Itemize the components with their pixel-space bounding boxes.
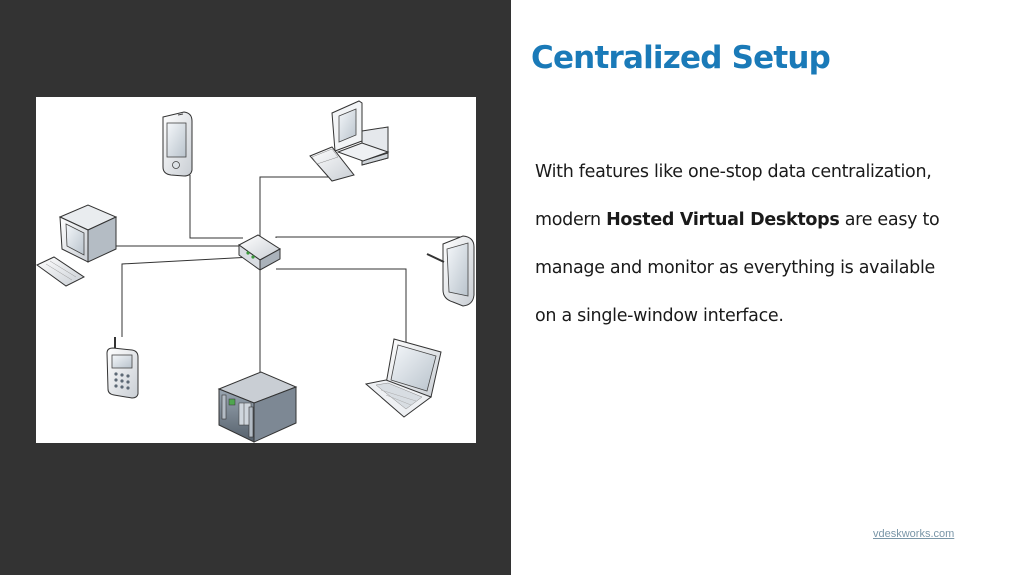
- body-line-2-suffix: are easy to: [839, 210, 940, 230]
- hosted-virtual-desktops-emphasis: Hosted Virtual Desktops: [606, 210, 840, 230]
- body-line-2-prefix: modern: [535, 210, 607, 230]
- body-line-3: manage and monitor as everything is avai…: [535, 258, 935, 278]
- body-line-4: on a single-window interface.: [535, 306, 784, 326]
- server-icon: [217, 371, 298, 443]
- pda-icon: [162, 111, 193, 177]
- body-line-2: modern Hosted Virtual Desktops are easy …: [535, 196, 985, 244]
- desktop-computer-icon: [309, 100, 390, 182]
- router-icon: [238, 234, 281, 271]
- tablet-icon: [426, 235, 475, 307]
- connection-lines: [116, 175, 461, 372]
- footer-website-link[interactable]: vdeskworks.com: [873, 528, 955, 540]
- mobile-phone-icon: [106, 337, 139, 399]
- slide-body-text: With features like one-stop data central…: [535, 148, 985, 340]
- desktop-computer-icon: [36, 204, 118, 287]
- body-line-1: With features like one-stop data central…: [535, 162, 932, 182]
- network-diagram: [36, 97, 476, 443]
- slide-title: Centralized Setup: [531, 40, 831, 76]
- laptop-icon: [364, 338, 442, 418]
